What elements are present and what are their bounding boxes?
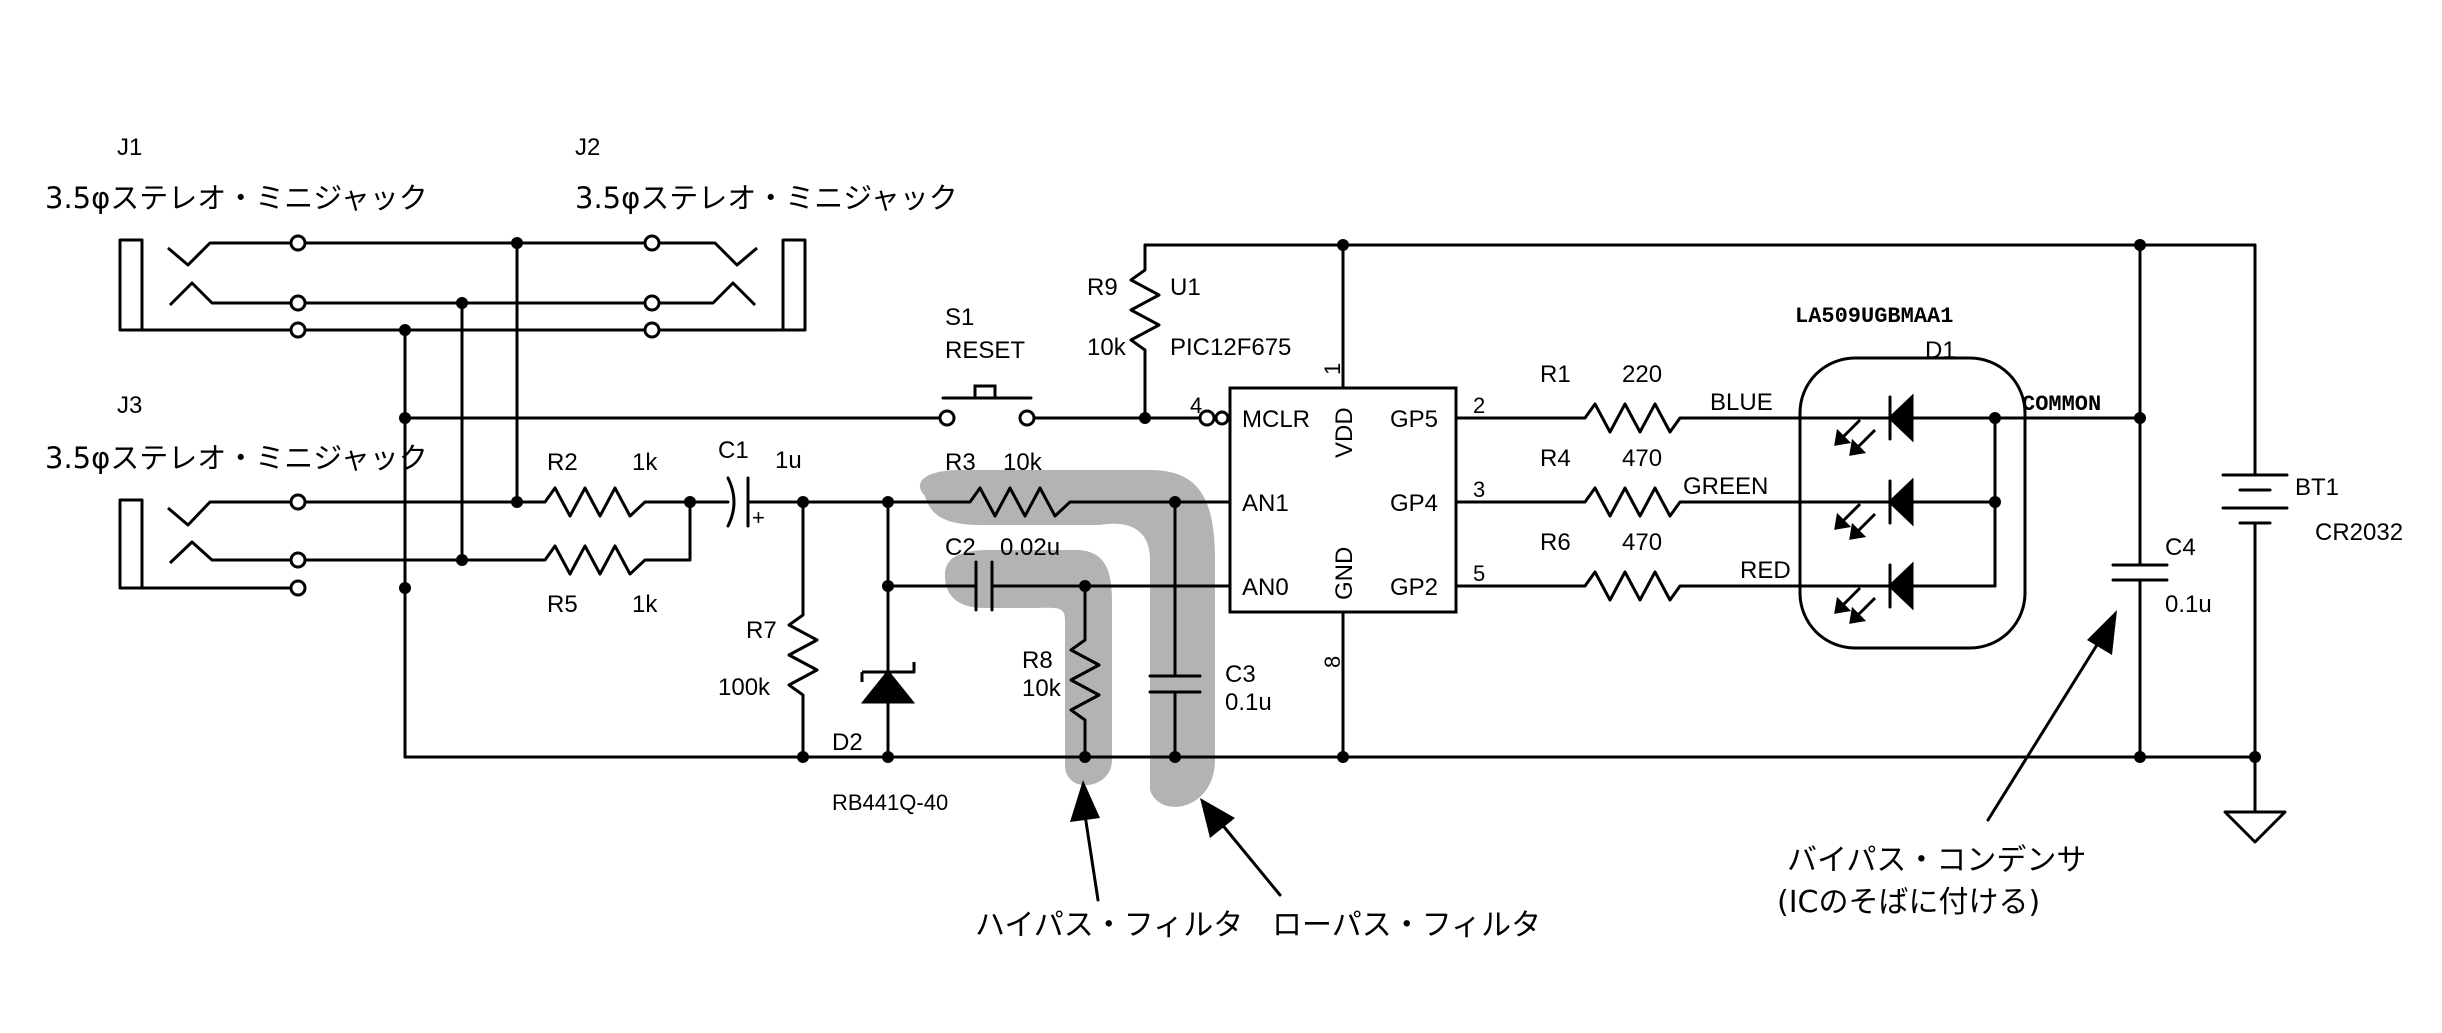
j1-desc: 3.5φステレオ・ミニジャック bbox=[45, 181, 428, 215]
ic-pinnum-vdd: 1 bbox=[1320, 363, 1345, 375]
lowpass-annotation: ローパス・フィルタ bbox=[1272, 908, 1541, 943]
resistor-r1 bbox=[1573, 402, 1892, 434]
s1-ref: S1 bbox=[945, 304, 974, 331]
ic-pinnum-gp4: 3 bbox=[1473, 477, 1485, 502]
ic-pin-an1: AN1 bbox=[1242, 490, 1289, 517]
c3-ref: C3 bbox=[1225, 661, 1256, 688]
c1-ref: C1 bbox=[718, 437, 749, 464]
led-ref: D1 bbox=[1925, 337, 1956, 364]
r2-value: 1k bbox=[632, 449, 658, 476]
ic-pin-gp2: GP2 bbox=[1390, 574, 1438, 601]
d2-part: RB441Q-40 bbox=[832, 790, 948, 815]
r3-value: 10k bbox=[1003, 449, 1043, 476]
r3-ref: R3 bbox=[945, 449, 976, 476]
bt1-ref: BT1 bbox=[2295, 474, 2339, 501]
bt1-part: CR2032 bbox=[2315, 519, 2403, 546]
r9-value: 10k bbox=[1087, 334, 1127, 361]
ic-pin-gp5: GP5 bbox=[1390, 406, 1438, 433]
resistor-r8 bbox=[1069, 584, 1101, 759]
led-blue-label: BLUE bbox=[1710, 389, 1773, 416]
highpass-highlight bbox=[945, 550, 1112, 786]
jack-j3 bbox=[118, 493, 307, 597]
led-red-label: RED bbox=[1740, 557, 1791, 584]
resistor-r6 bbox=[1573, 570, 1892, 602]
ic-pin-mclr: MCLR bbox=[1242, 406, 1310, 433]
j3-ref: J3 bbox=[117, 392, 142, 419]
resistor-r5 bbox=[528, 496, 696, 576]
r5-ref: R5 bbox=[547, 591, 578, 618]
led-green-label: GREEN bbox=[1683, 473, 1768, 500]
u1-part: PIC12F675 bbox=[1170, 334, 1291, 361]
r1-ref: R1 bbox=[1540, 361, 1571, 388]
r5-value: 1k bbox=[632, 591, 658, 618]
lowpass-highlight bbox=[919, 470, 1215, 807]
battery-bt1 bbox=[2221, 473, 2289, 844]
ic-pin-an0: AN0 bbox=[1242, 574, 1289, 601]
led-common-label: COMMON bbox=[2022, 392, 2101, 417]
bypass-annotation-line2: (ICのそばに付ける) bbox=[1777, 885, 2040, 920]
c4-ref: C4 bbox=[2165, 534, 2196, 561]
ic-pin-vdd: VDD bbox=[1331, 407, 1358, 458]
c2-ref: C2 bbox=[945, 534, 976, 561]
c1-value: 1u bbox=[775, 447, 802, 474]
r6-value: 470 bbox=[1622, 529, 1662, 556]
resistor-r4 bbox=[1573, 486, 1892, 518]
j2-desc: 3.5φステレオ・ミニジャック bbox=[575, 181, 958, 215]
ic-pinnum-gnd: 8 bbox=[1320, 656, 1345, 668]
capacitor-c3 bbox=[1148, 500, 1202, 759]
ic-u1 bbox=[1228, 243, 1577, 759]
ground-rail bbox=[403, 751, 2261, 763]
j2-ref: J2 bbox=[575, 134, 600, 161]
ic-pin-gp4: GP4 bbox=[1390, 490, 1438, 517]
r1-value: 220 bbox=[1622, 361, 1662, 388]
r4-value: 470 bbox=[1622, 445, 1662, 472]
capacitor-c4 bbox=[2111, 243, 2169, 759]
r2-ref: R2 bbox=[547, 449, 578, 476]
highpass-annotation: ハイパス・フィルタ bbox=[975, 908, 1243, 943]
r8-value: 10k bbox=[1022, 675, 1062, 702]
led-part: LA509UGBMAA1 bbox=[1795, 304, 1953, 329]
ic-pinnum-mclr: 4 bbox=[1190, 393, 1202, 418]
jack-wiring bbox=[303, 237, 942, 759]
led-d1 bbox=[1798, 356, 2146, 650]
u1-ref: U1 bbox=[1170, 274, 1201, 301]
r8-ref: R8 bbox=[1022, 647, 1053, 674]
ic-pinnum-gp5: 2 bbox=[1473, 393, 1485, 418]
c1-polarity: + bbox=[752, 505, 765, 530]
jack-j1 bbox=[118, 234, 307, 339]
ic-pinnum-gp2: 5 bbox=[1473, 561, 1485, 586]
resistor-r9 bbox=[1129, 239, 2257, 477]
jack-j2 bbox=[643, 234, 807, 339]
resistor-r2 bbox=[528, 486, 692, 518]
d2-ref: D2 bbox=[832, 729, 863, 756]
reset-switch-s1 bbox=[403, 384, 1216, 427]
diode-d2 bbox=[860, 500, 916, 759]
annotation-arrows bbox=[1070, 610, 2117, 902]
r9-ref: R9 bbox=[1087, 274, 1118, 301]
r7-value: 100k bbox=[718, 674, 771, 701]
ic-pin-gnd: GND bbox=[1331, 547, 1358, 600]
c2-value: 0.02u bbox=[1000, 534, 1060, 561]
c3-value: 0.1u bbox=[1225, 689, 1272, 716]
resistor-r7 bbox=[787, 500, 819, 759]
j1-ref: J1 bbox=[117, 134, 142, 161]
s1-name: RESET bbox=[945, 337, 1025, 364]
j3-desc: 3.5φステレオ・ミニジャック bbox=[45, 441, 428, 475]
bypass-annotation-line1: バイパス・コンデンサ bbox=[1787, 843, 2086, 878]
c4-value: 0.1u bbox=[2165, 591, 2212, 618]
r7-ref: R7 bbox=[746, 617, 777, 644]
capacitor-c2 bbox=[882, 560, 1232, 612]
capacitor-c1 bbox=[688, 476, 962, 528]
r4-ref: R4 bbox=[1540, 445, 1571, 472]
r6-ref: R6 bbox=[1540, 529, 1571, 556]
